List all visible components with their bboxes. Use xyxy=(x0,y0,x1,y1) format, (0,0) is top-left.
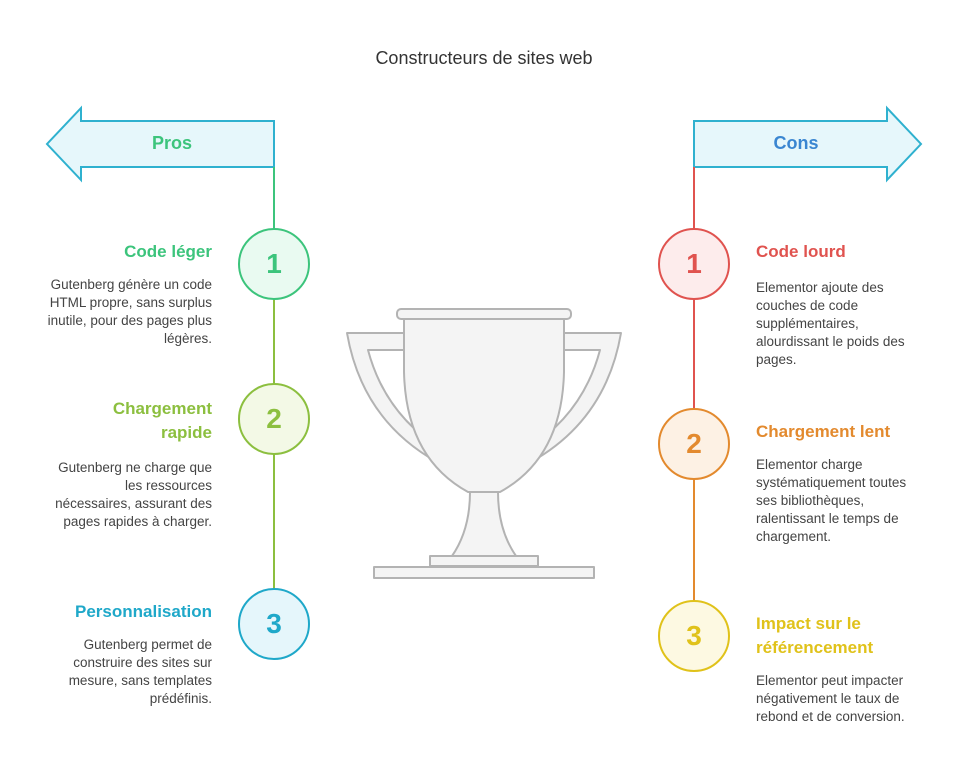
pros-circle-3 xyxy=(238,588,310,660)
cons-number-2: 2 xyxy=(686,428,702,459)
cons-item-desc-3: Elementor peut impacter négativement le … xyxy=(756,673,905,724)
cons-circle-3 xyxy=(658,600,730,672)
pros-number-2: 2 xyxy=(266,403,282,434)
pros-item-desc-3: Gutenberg permet de construire des sites… xyxy=(68,637,212,706)
cons-arrow xyxy=(693,105,923,183)
cons-item-desc-2: Elementor charge systématiquement toutes… xyxy=(756,457,907,544)
pros-item-title-2: Chargement rapide xyxy=(112,399,212,442)
pros-circle-2 xyxy=(238,383,310,455)
pros-item-desc-1: Gutenberg génère un code HTML propre, sa… xyxy=(47,277,212,346)
pros-circle-1 xyxy=(238,228,310,300)
cons-item-desc-1: Elementor ajoute des couches de code sup… xyxy=(756,280,905,367)
cons-number-3: 3 xyxy=(686,620,702,651)
pros-label: Pros xyxy=(151,133,193,153)
cons-item-title-1: Code lourd xyxy=(756,242,846,261)
cons-item-title-3: Impact sur le référencement xyxy=(756,614,874,657)
pros-number-1: 1 xyxy=(266,248,282,279)
pros-item-desc-2: Gutenberg ne charge que les ressources n… xyxy=(55,460,212,529)
diagram-title: Constructeurs de sites web xyxy=(375,48,593,68)
pros-arrow xyxy=(45,105,275,183)
cons-item-title-2: Chargement lent xyxy=(756,422,891,441)
cons-label: Cons xyxy=(773,133,819,153)
pros-number-3: 3 xyxy=(266,608,282,639)
cons-number-1: 1 xyxy=(686,248,702,279)
cons-circle-1 xyxy=(658,228,730,300)
pros-item-title-3: Personnalisation xyxy=(75,602,212,621)
pros-item-title-1: Code léger xyxy=(124,242,212,261)
cons-circle-2 xyxy=(658,408,730,480)
trophy-icon xyxy=(346,308,622,579)
